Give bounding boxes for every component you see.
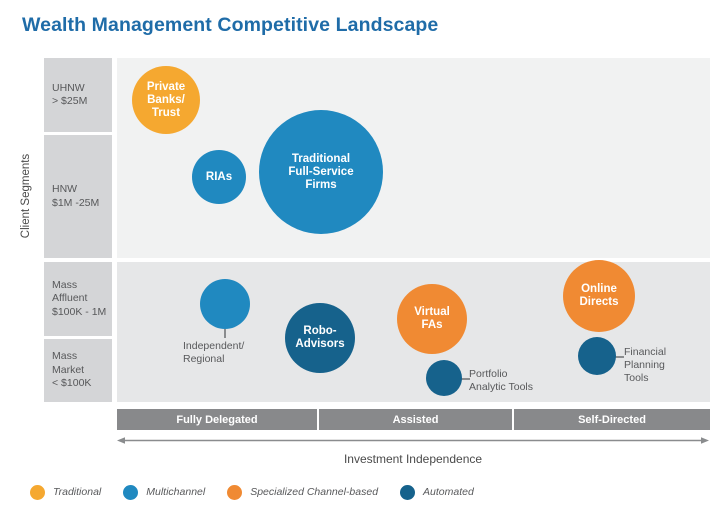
bubble-label-line: Full-Service — [288, 165, 354, 178]
y-segment-label-line: $1M -25M — [52, 196, 100, 209]
bubble-label-independent-regional: Independent/Regional — [183, 340, 244, 366]
legend-item-multichannel[interactable]: Multichannel — [123, 484, 206, 500]
bubble-portfolio-analytic-tools[interactable] — [426, 360, 462, 396]
bubble-label-line: Independent/ — [183, 340, 245, 352]
y-segment-hnw: HNW$1M -25M — [44, 135, 112, 258]
y-segment-label-line: $100K - 1M — [52, 305, 107, 318]
x-segment-label: Fully Delegated — [176, 413, 258, 426]
x-segment-assisted: Assisted — [319, 409, 512, 430]
legend-swatch-automated — [400, 484, 416, 500]
bubble-label-line: RIAs — [205, 170, 233, 183]
bubble-label-line: Firms — [305, 178, 337, 191]
x-segment-self-directed: Self-Directed — [514, 409, 710, 430]
bubble-label-line: Virtual — [414, 306, 450, 318]
bubble-label-rias: RIAs — [204, 171, 234, 184]
bubble-financial-planning-tools[interactable] — [578, 337, 616, 375]
bubble-label-line: FAs — [421, 319, 443, 331]
bubble-label-line: Planning — [624, 359, 665, 371]
x-segment-label: Self-Directed — [578, 413, 646, 426]
x-axis-caption: Investment Independence — [343, 452, 483, 466]
legend-item-specialized[interactable]: Specialized Channel-based — [227, 484, 379, 500]
bubble-label-line: Robo- — [303, 325, 337, 337]
y-segment-label-line: > $25M — [52, 95, 88, 107]
bubble-label-line: Trust — [151, 106, 181, 119]
y-segment-label-line: UHNW — [52, 81, 85, 94]
leader-line-portfolio-analytic-tools — [461, 378, 470, 380]
legend-label-automated: Automated — [423, 486, 474, 498]
page-title: Wealth Management Competitive Landscape — [22, 14, 439, 36]
bubble-label-line: Regional — [183, 353, 225, 365]
bubble-label-line: Banks/ — [147, 93, 185, 106]
legend-swatch-traditional — [30, 484, 45, 500]
bubble-label-line: Analytic Tools — [469, 381, 534, 393]
y-segment-label-line: Mass — [52, 350, 78, 363]
legend: Traditional Multichannel Specialized Chann… — [30, 481, 496, 503]
bubble-rias[interactable]: RIAs — [192, 150, 246, 204]
y-segment-label-line: Market — [52, 363, 85, 376]
x-segment-label: Assisted — [392, 413, 439, 426]
legend-swatch-multichannel — [123, 484, 139, 500]
x-segment-fully-delegated: Fully Delegated — [117, 409, 317, 430]
x-axis-arrow — [117, 437, 709, 444]
bubble-label-line: Advisors — [295, 338, 345, 350]
legend-label-traditional: Traditional — [53, 486, 102, 498]
leader-line-independent-regional — [224, 329, 226, 338]
bubble-label-line: Tools — [624, 372, 649, 384]
bubble-label-robo-advisors: Robo-Advisors — [293, 325, 346, 351]
y-segment-label-line: < $100K — [52, 377, 92, 390]
bubble-label-line: Directs — [579, 296, 619, 308]
legend-swatch-specialized — [227, 484, 243, 500]
bubble-label-line: Online — [581, 283, 617, 295]
y-segment-uhnw: UHNW> $25M — [44, 58, 112, 132]
bubble-independent-regional[interactable] — [200, 279, 250, 329]
legend-item-traditional[interactable]: Traditional — [30, 484, 102, 500]
bubble-robo-advisors[interactable]: Robo-Advisors — [285, 303, 355, 373]
bubble-label-line: Financial — [624, 346, 667, 358]
y-segment-label-line: Affluent — [52, 292, 88, 305]
y-segment-label-line: Mass — [52, 278, 78, 291]
legend-label-specialized: Specialized Channel-based — [250, 486, 379, 498]
bubble-label-line: Traditional — [291, 152, 351, 165]
y-segment-label-line: HNW — [52, 183, 78, 195]
bubble-label-line: Private — [146, 80, 186, 93]
y-axis-caption: Client Segments — [20, 153, 32, 239]
legend-label-multichannel: Multichannel — [146, 486, 206, 498]
legend-item-automated[interactable]: Automated — [400, 484, 474, 500]
leader-line-financial-planning-tools — [615, 356, 624, 358]
bubble-label-line: Portfolio — [469, 368, 508, 380]
